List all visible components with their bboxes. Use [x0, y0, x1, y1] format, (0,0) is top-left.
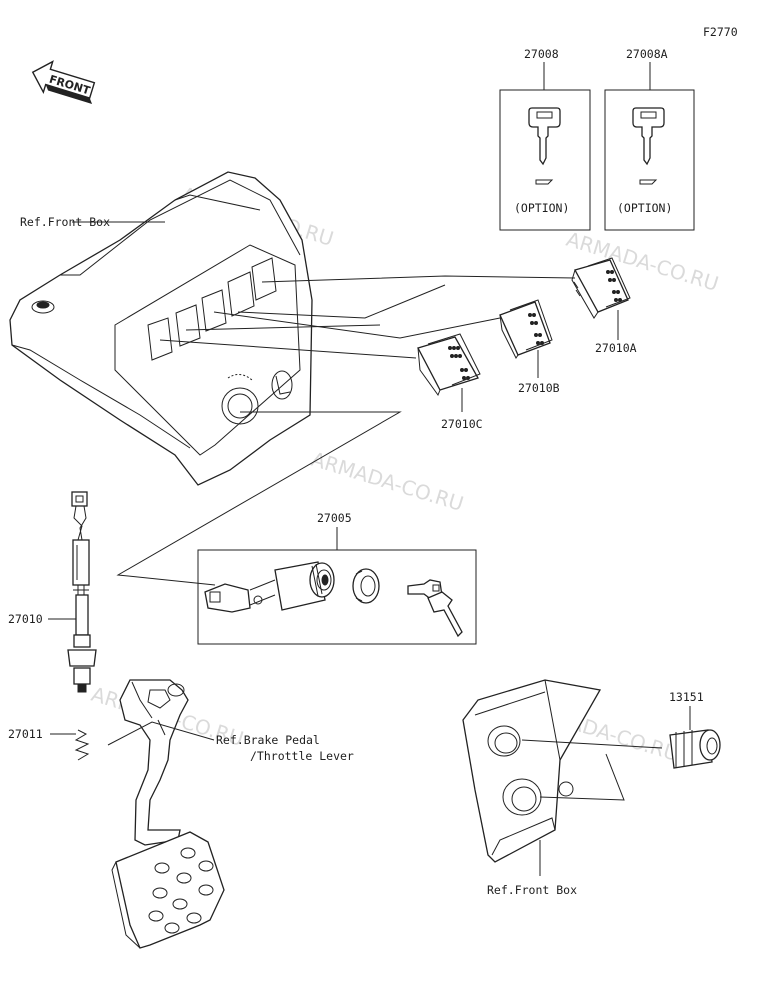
- front-box-dashboard: Ref.Front Box: [9, 171, 313, 486]
- key-part-number-2: 27008A: [626, 47, 668, 61]
- ref-throttle-lever: /Throttle Lever: [250, 749, 354, 763]
- nut-icon: [352, 568, 380, 604]
- brake-pedal: Ref.Brake Pedal /Throttle Lever: [107, 679, 354, 949]
- rocker-switch-c: 27010C: [417, 333, 483, 431]
- rocker-switch-a: 27010A: [571, 257, 637, 355]
- front-arrow-icon: FRONT: [31, 60, 96, 104]
- front-box-lower: Ref.Front Box: [462, 679, 663, 897]
- ref-front-box-top: Ref.Front Box: [20, 215, 110, 229]
- key-icon: [632, 107, 665, 166]
- key-option-box-2: 27008A (OPTION): [604, 47, 695, 231]
- power-socket-icon: 13151: [669, 690, 721, 769]
- key-option-label-1: (OPTION): [514, 201, 569, 215]
- ignition-key-icon: [407, 579, 463, 638]
- switch-leader-lines: [159, 275, 576, 359]
- key-part-number-1: 27008: [524, 47, 559, 61]
- pedal-pads: [148, 847, 214, 934]
- ignition-switch-box: 27005: [116, 411, 477, 645]
- part-27010: 27010: [8, 612, 43, 626]
- stop-switch: 27010: [8, 491, 97, 693]
- ref-front-box-bottom: Ref.Front Box: [487, 883, 577, 897]
- watermark-3: ARMADA-CO.RU: [309, 447, 467, 516]
- rocker-switch-b: 27010B: [499, 299, 560, 395]
- part-27005: 27005: [317, 511, 352, 525]
- part-27011: 27011: [8, 727, 43, 741]
- spring-icon: 27011: [8, 727, 90, 761]
- key-option-box-1: 27008 (OPTION): [499, 47, 591, 231]
- key-option-label-2: (OPTION): [617, 201, 672, 215]
- key-icon: [528, 107, 561, 166]
- part-27010B: 27010B: [518, 381, 560, 395]
- part-13151: 13151: [669, 690, 704, 704]
- part-27010C: 27010C: [441, 417, 483, 431]
- part-27010A: 27010A: [595, 341, 637, 355]
- figure-code: F2770: [703, 25, 738, 39]
- ref-brake-pedal: Ref.Brake Pedal: [216, 733, 320, 747]
